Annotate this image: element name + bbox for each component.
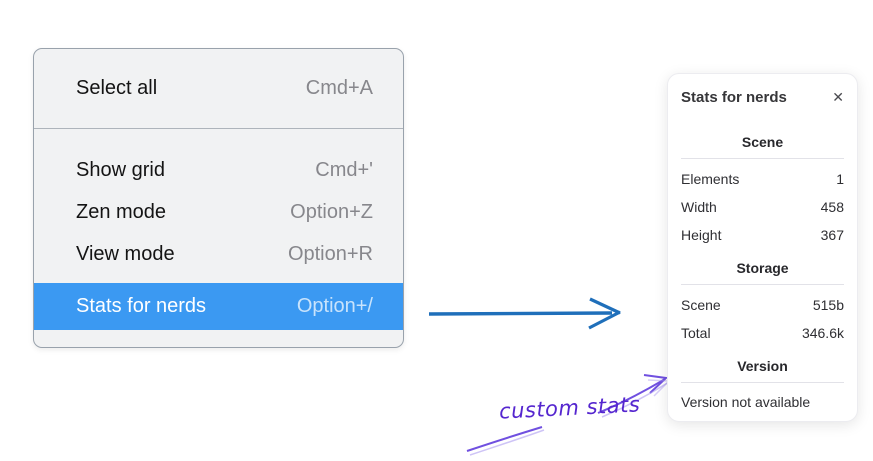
menu-item-shortcut: Option+Z xyxy=(290,200,373,223)
stat-label: Scene xyxy=(681,297,721,313)
stat-label: Width xyxy=(681,199,717,215)
menu-section-top: Select all Cmd+A xyxy=(34,49,403,128)
stat-row-width: Width 458 xyxy=(681,193,844,221)
stat-label: Elements xyxy=(681,171,740,187)
menu-item-shortcut: Option+R xyxy=(287,242,373,265)
stat-row-total-storage: Total 346.6k xyxy=(681,319,844,347)
section-divider xyxy=(681,158,844,159)
menu-item-label: Zen mode xyxy=(76,200,167,223)
menu-section-bottom: Show grid Cmd+' Zen mode Option+Z View m… xyxy=(34,129,403,347)
close-icon[interactable]: ✕ xyxy=(832,89,844,105)
context-menu: Select all Cmd+A Show grid Cmd+' Zen mod… xyxy=(33,48,404,348)
section-divider xyxy=(681,284,844,285)
menu-item-shortcut: Cmd+A xyxy=(305,76,373,99)
menu-item-show-grid[interactable]: Show grid Cmd+' xyxy=(34,149,403,191)
menu-item-zen-mode[interactable]: Zen mode Option+Z xyxy=(34,191,403,233)
stat-row-height: Height 367 xyxy=(681,221,844,249)
menu-item-shortcut: Cmd+' xyxy=(315,158,373,181)
stat-value: 1 xyxy=(836,171,844,187)
stat-value: 458 xyxy=(820,199,844,215)
stat-label: Total xyxy=(681,325,711,341)
menu-item-label: Select all xyxy=(76,76,158,99)
stat-value: 515b xyxy=(812,297,844,313)
stats-panel-header: Stats for nerds ✕ xyxy=(681,87,844,107)
menu-item-select-all[interactable]: Select all Cmd+A xyxy=(34,67,403,109)
menu-item-label: Stats for nerds xyxy=(76,295,207,317)
section-header-scene: Scene xyxy=(741,134,784,150)
menu-item-label: View mode xyxy=(76,242,175,265)
stat-label: Height xyxy=(681,227,722,243)
stats-panel-title: Stats for nerds xyxy=(681,88,787,106)
section-header-version: Version xyxy=(737,358,788,374)
annotation-label: custom stats xyxy=(498,392,641,424)
menu-item-label: Show grid xyxy=(76,158,165,181)
stat-value: 346.6k xyxy=(801,325,844,341)
section-divider xyxy=(681,382,844,383)
annotation-line xyxy=(466,426,545,456)
menu-item-shortcut: Option+/ xyxy=(296,295,373,317)
stat-row-scene-storage: Scene 515b xyxy=(681,291,844,319)
stat-value: 367 xyxy=(820,227,844,243)
pointer-arrow xyxy=(428,297,621,330)
menu-item-view-mode[interactable]: View mode Option+R xyxy=(34,233,403,275)
section-header-storage: Storage xyxy=(736,260,789,276)
menu-divider xyxy=(34,128,403,129)
version-note: Version not available xyxy=(681,394,811,410)
stat-row-elements: Elements 1 xyxy=(681,165,844,193)
stats-panel: Stats for nerds ✕ Scene Elements 1 Width… xyxy=(667,73,858,422)
menu-item-stats-for-nerds[interactable]: Stats for nerds Option+/ xyxy=(34,283,403,330)
